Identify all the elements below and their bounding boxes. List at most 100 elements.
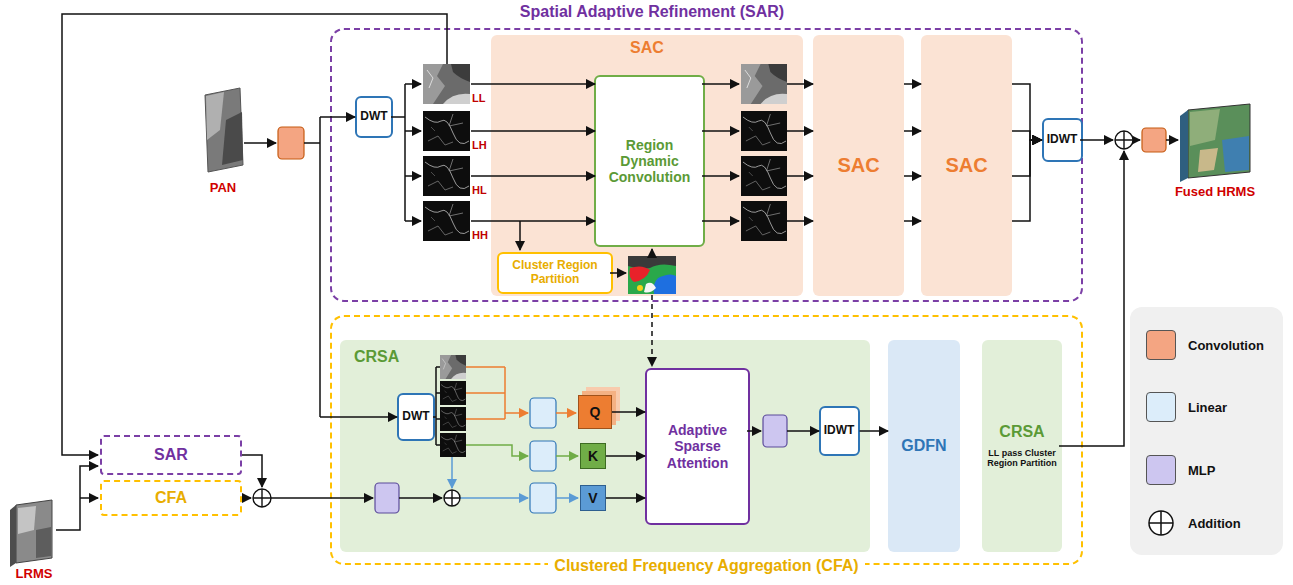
node-label: Clustered Frequency Aggregation (CFA) xyxy=(548,557,864,574)
node-label: Q xyxy=(590,404,601,420)
wire xyxy=(1166,139,1178,141)
cluster-map xyxy=(628,256,676,294)
subband-thumbnail xyxy=(440,407,466,431)
connector xyxy=(904,175,921,177)
connector xyxy=(612,411,645,413)
addition-symbol xyxy=(444,490,460,506)
addition-symbol xyxy=(1149,511,1173,535)
label-holder: CRSA xyxy=(354,348,399,366)
wire xyxy=(391,84,405,221)
wire xyxy=(405,130,421,132)
label-holder: LL xyxy=(472,88,496,106)
linear-box xyxy=(530,398,556,513)
wire xyxy=(1080,139,1113,141)
subband-thumbnail xyxy=(423,201,470,241)
wire xyxy=(471,83,595,85)
node-label: V xyxy=(588,490,597,506)
legend-text: Linear xyxy=(1188,400,1227,415)
pan-image xyxy=(222,112,243,165)
cluster-map xyxy=(628,256,676,294)
image-label: HH xyxy=(472,229,488,241)
wire xyxy=(80,497,98,499)
connector xyxy=(904,130,921,132)
label-holder: Spatial Adaptive Refinement (SAR) xyxy=(452,3,852,21)
node-label: DWT xyxy=(360,110,387,124)
wire xyxy=(271,497,373,499)
addition-symbol xyxy=(253,489,271,507)
image-label: Fused HRMS xyxy=(1175,184,1255,199)
wire xyxy=(242,497,251,499)
legend-text: MLP xyxy=(1188,463,1215,478)
query-wire xyxy=(556,412,576,414)
value-wire xyxy=(556,497,578,499)
query-cube: Q xyxy=(578,395,612,429)
connector xyxy=(1012,140,1042,176)
process-box: Adaptive Sparse Attention xyxy=(645,368,750,525)
node-label: GDFN xyxy=(901,437,946,455)
addition-symbol xyxy=(253,489,271,507)
lrms-image xyxy=(36,527,51,558)
module-ref-box: SAR xyxy=(100,435,242,475)
wire xyxy=(702,175,739,177)
image-label: LL xyxy=(472,92,485,104)
node-label: Spatial Adaptive Refinement (SAR) xyxy=(520,3,784,20)
wire xyxy=(405,220,421,222)
legend-text: Addition xyxy=(1188,516,1241,531)
node-label: IDWT xyxy=(824,424,855,438)
node-label: Adaptive Sparse Attention xyxy=(647,422,748,470)
wire xyxy=(471,130,595,132)
node-label: SAC xyxy=(945,154,987,177)
connector xyxy=(803,175,813,177)
wire xyxy=(1059,151,1124,446)
transform-box: IDWT xyxy=(819,406,860,456)
connector xyxy=(803,83,813,85)
node-label: Region Dynamic Convolution xyxy=(596,137,703,185)
label-holder: SAC xyxy=(491,39,803,57)
key-cube: K xyxy=(580,443,606,469)
fused-image xyxy=(1180,104,1250,182)
fused-image xyxy=(1180,110,1188,182)
linear-box xyxy=(530,483,556,513)
cluster-map xyxy=(630,266,651,282)
image-label: HL xyxy=(472,184,487,196)
wire xyxy=(56,466,98,530)
subband-thumbnail xyxy=(423,111,470,151)
key-wire xyxy=(556,455,578,457)
process-box: Cluster Region Partition xyxy=(497,252,613,294)
addition-symbol xyxy=(1149,511,1173,535)
subband-thumbnail xyxy=(741,111,787,151)
cluster-map xyxy=(654,274,677,294)
wire xyxy=(747,430,761,432)
lrms-image xyxy=(10,505,16,567)
pan-image xyxy=(206,92,224,140)
wire xyxy=(320,116,355,118)
label-holder: Clustered Frequency Aggregation (CFA) xyxy=(332,557,1081,575)
connector xyxy=(1012,84,1042,140)
node-label: Cluster Region Partition xyxy=(499,259,611,287)
cluster-map xyxy=(637,285,643,291)
subband-thumbnail xyxy=(440,433,466,457)
mlp-box xyxy=(763,415,787,447)
fused-image xyxy=(1222,136,1249,172)
node-label: IDWT xyxy=(1047,133,1078,147)
node-label: DWT xyxy=(402,410,429,424)
connector xyxy=(606,455,645,457)
wire xyxy=(320,416,397,418)
node-note: LL pass Cluster Region Partition xyxy=(982,448,1062,469)
connector xyxy=(1012,140,1042,221)
label-holder: LRMS xyxy=(4,564,64,582)
legend-swatch xyxy=(1146,330,1176,360)
connector xyxy=(606,497,645,499)
addition-symbol xyxy=(444,490,460,506)
node-label: K xyxy=(588,448,598,464)
addition-symbol xyxy=(1149,511,1173,535)
addition-symbol xyxy=(1115,131,1133,149)
wire xyxy=(1133,139,1140,141)
label-holder: Convolution xyxy=(1188,336,1264,354)
legend-panel xyxy=(1130,307,1283,555)
process-box: Region Dynamic Convolution xyxy=(594,75,705,247)
subband-thumbnail xyxy=(741,156,787,196)
wire xyxy=(244,142,276,144)
value-wire xyxy=(451,457,453,488)
